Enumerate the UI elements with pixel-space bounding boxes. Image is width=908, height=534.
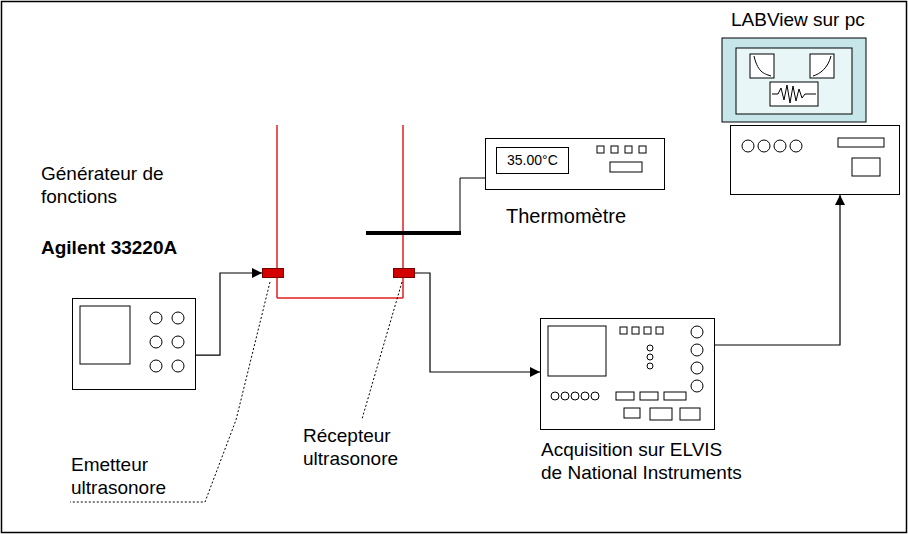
leader-line <box>362 282 402 419</box>
pc-monitor <box>722 38 866 122</box>
temperature-probe <box>366 231 461 235</box>
elvis-panel <box>548 326 703 420</box>
callout-label: Emetteur ultrasonore <box>71 454 181 500</box>
temperature-reading: 35.00°C <box>496 147 569 174</box>
pc-base: LABView sur pc <box>730 125 900 195</box>
signal-connector <box>415 273 540 372</box>
callout-label: Récepteur ultrasonore <box>303 425 413 471</box>
device-label: Thermomètre <box>506 204 626 228</box>
signal-connector <box>715 195 840 345</box>
device-model: Agilent 33220A <box>41 237 177 260</box>
thermometer-panel <box>597 146 646 172</box>
generator-panel <box>80 306 184 372</box>
signal-connector <box>196 273 262 355</box>
acquisition-unit: Acquisition sur ELVIS de National Instru… <box>540 318 715 430</box>
ultrasonic-emitter: Emetteur ultrasonore <box>262 268 284 278</box>
probe-wire <box>460 178 485 233</box>
pc-base-panel <box>742 138 884 176</box>
device-label: Générateur de fonctions <box>41 163 176 209</box>
device-label: Acquisition sur ELVIS de National Instru… <box>541 439 766 485</box>
u-tube <box>277 125 403 298</box>
function-generator: Générateur de fonctionsAgilent 33220A <box>72 298 196 390</box>
device-label: LABView sur pc <box>731 9 865 32</box>
ultrasonic-receiver: Récepteur ultrasonore <box>393 268 415 278</box>
thermometer: 35.00°CThermomètre <box>485 138 665 190</box>
leader-line <box>70 282 270 502</box>
